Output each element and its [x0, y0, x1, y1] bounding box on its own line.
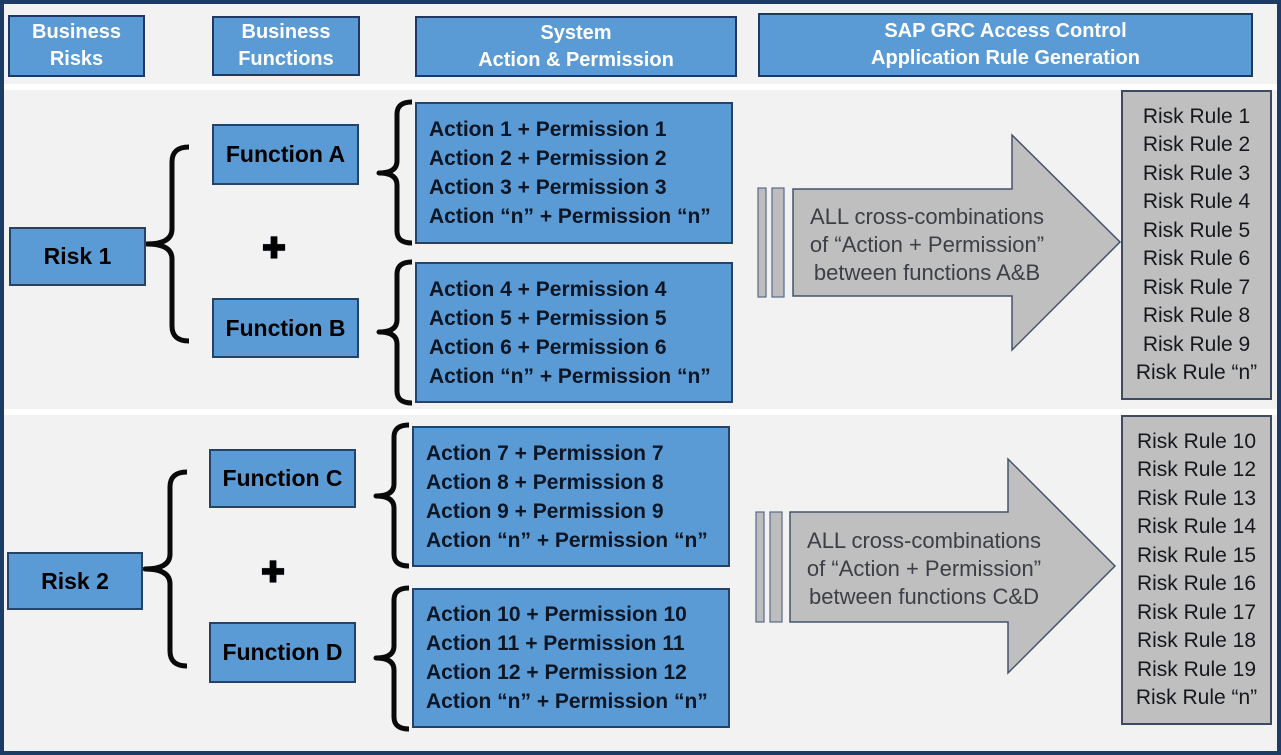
brace-risk2-functions — [142, 469, 188, 669]
header-sap-grc-rule-generation: SAP GRC Access Control Application Rule … — [758, 13, 1253, 77]
separator-bar — [755, 511, 765, 623]
risk-rule-item: Risk Rule “n” — [1135, 686, 1258, 709]
risk-rule-item: Risk Rule 12 — [1136, 458, 1257, 481]
action-permission-line: Action 3 + Permission 3 — [429, 176, 667, 199]
risk-rule-item: Risk Rule 16 — [1136, 572, 1257, 595]
separator-bar — [769, 511, 783, 623]
header-business-risks: Business Risks — [8, 15, 145, 77]
risk-rule-item: Risk Rule 5 — [1142, 218, 1251, 242]
risk-rule-item: Risk Rule 9 — [1142, 332, 1251, 356]
risk-rule-item: Risk Rule 6 — [1142, 247, 1251, 270]
arrow-label-cd: ALL cross-combinations of “Action + Perm… — [806, 528, 1042, 609]
brace-functionB-actions — [376, 259, 413, 406]
risk-rule-item: Risk Rule 19 — [1136, 657, 1257, 681]
risk-rule-item: Risk Rule 7 — [1142, 275, 1251, 299]
risk-rule-item: Risk Rule 17 — [1136, 600, 1257, 624]
action-permission-line: Action 1 + Permission 1 — [429, 118, 667, 141]
action-permission-box-c: Action 7 + Permission 7 Action 8 + Permi… — [412, 426, 730, 567]
risk-rules-box-2: Risk Rule 10 Risk Rule 12 Risk Rule 13 R… — [1121, 415, 1272, 725]
action-permission-line: Action “n” + Permission “n” — [426, 528, 708, 552]
risk-rule-item: Risk Rule 8 — [1142, 304, 1251, 327]
plus-icon: ✚ — [260, 557, 286, 589]
function-c-box: Function C — [209, 449, 356, 508]
function-d-box: Function D — [209, 622, 356, 683]
action-permission-line: Action 11 + Permission 11 — [426, 632, 685, 655]
risk-1-box: Risk 1 — [9, 227, 146, 286]
section-divider — [4, 84, 1277, 90]
section-divider — [4, 409, 1277, 415]
action-permission-box-a: Action 1 + Permission 1 Action 2 + Permi… — [415, 102, 733, 244]
brace-risk1-functions — [144, 144, 190, 344]
risk-rule-item: Risk Rule 2 — [1142, 133, 1251, 156]
header-system-action-permission: System Action & Permission — [415, 16, 737, 77]
action-permission-line: Action 12 + Permission 12 — [426, 661, 687, 684]
plus-icon: ✚ — [261, 233, 287, 265]
action-permission-box-b: Action 4 + Permission 4 Action 5 + Permi… — [415, 262, 733, 403]
risk-rule-item: Risk Rule 4 — [1142, 190, 1251, 213]
action-permission-line: Action 9 + Permission 9 — [426, 499, 664, 523]
action-permission-line: Action “n” + Permission “n” — [429, 205, 711, 228]
header-business-functions: Business Functions — [212, 16, 360, 76]
action-permission-line: Action 6 + Permission 6 — [429, 335, 667, 359]
separator-bar — [757, 187, 767, 298]
function-b-box: Function B — [212, 298, 359, 358]
risk-rule-item: Risk Rule 18 — [1136, 629, 1257, 652]
action-permission-line: Action “n” + Permission “n” — [429, 364, 711, 388]
risk-rule-item: Risk Rule 3 — [1142, 161, 1251, 185]
action-permission-line: Action 5 + Permission 5 — [429, 306, 667, 330]
action-permission-line: Action “n” + Permission “n” — [426, 690, 708, 713]
arrow-label-ab: ALL cross-combinations of “Action + Perm… — [809, 204, 1045, 285]
action-permission-line: Action 10 + Permission 10 — [426, 603, 687, 626]
action-permission-line: Action 4 + Permission 4 — [429, 277, 667, 301]
action-permission-line: Action 7 + Permission 7 — [426, 441, 664, 465]
brace-functionA-actions — [376, 99, 413, 246]
risk-rule-item: Risk Rule 15 — [1136, 543, 1257, 567]
function-a-box: Function A — [212, 124, 359, 185]
risk-rule-item: Risk Rule 13 — [1136, 486, 1257, 510]
brace-functionD-actions — [373, 585, 410, 732]
separator-bar — [771, 187, 785, 298]
action-permission-line: Action 8 + Permission 8 — [426, 470, 664, 494]
action-permission-box-d: Action 10 + Permission 10 Action 11 + Pe… — [412, 588, 730, 728]
risk-rule-item: Risk Rule 1 — [1142, 104, 1251, 128]
risk-rule-item: Risk Rule 14 — [1136, 515, 1257, 538]
action-permission-line: Action 2 + Permission 2 — [429, 147, 667, 170]
risk-rule-item: Risk Rule 10 — [1136, 429, 1257, 453]
risk-rule-item: Risk Rule “n” — [1135, 361, 1258, 384]
risk-2-box: Risk 2 — [7, 552, 143, 610]
brace-functionC-actions — [373, 422, 410, 569]
risk-rules-box-1: Risk Rule 1 Risk Rule 2 Risk Rule 3 Risk… — [1121, 90, 1272, 400]
